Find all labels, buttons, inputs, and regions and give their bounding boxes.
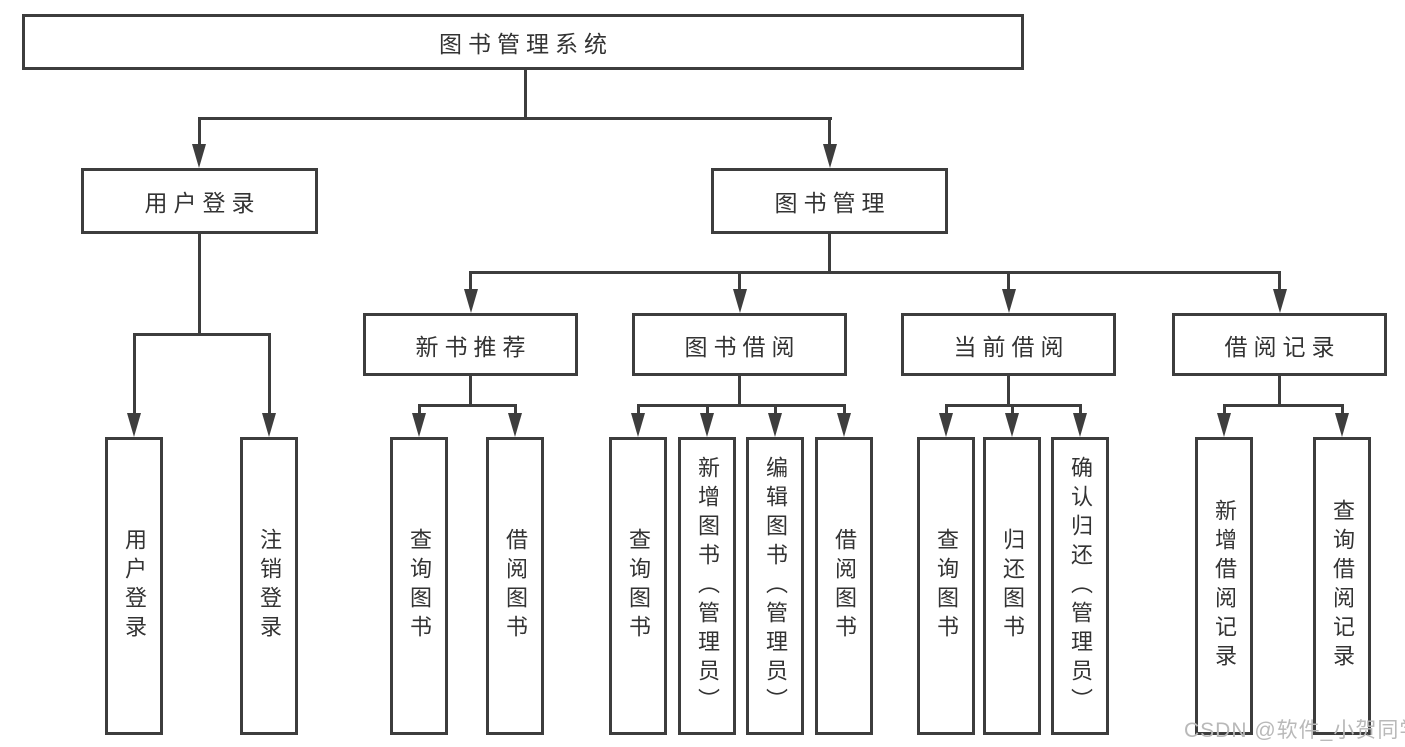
connector-line (738, 376, 741, 407)
leaf-confirm-return-admin: 确认归还（管理员） (1051, 437, 1109, 735)
connector-line (197, 117, 832, 120)
connector-line (132, 333, 271, 336)
connector-line (417, 404, 517, 407)
connector-line (1278, 376, 1281, 407)
node-current-borrow: 当前借阅 (901, 313, 1116, 376)
connector-line (1340, 404, 1344, 415)
leaf-add-borrow-record: 新增借阅记录 (1195, 437, 1253, 735)
connector-line (513, 404, 517, 415)
connector-line (636, 404, 640, 415)
connector-line (828, 117, 831, 147)
connector-line (1222, 404, 1226, 415)
arrow-down-icon (463, 289, 478, 313)
node-borrow-records: 借阅记录 (1172, 313, 1387, 376)
leaf-query-books-recommend: 查询图书 (390, 437, 448, 735)
node-new-book-recommend: 新书推荐 (363, 313, 578, 376)
connector-line (1010, 404, 1014, 415)
leaf-query-books-current: 查询图书 (917, 437, 975, 735)
node-user-login: 用户登录 (81, 168, 318, 234)
connector-line (636, 404, 846, 407)
connector-line (197, 117, 201, 147)
connector-line (469, 271, 472, 291)
arrow-down-icon (262, 413, 276, 437)
leaf-add-books-admin: 新增图书（管理员） (678, 437, 736, 735)
arrow-down-icon (1001, 289, 1016, 313)
arrow-down-icon (700, 413, 714, 437)
connector-line (417, 404, 421, 415)
connector-line (1222, 404, 1344, 407)
arrow-down-icon (192, 144, 206, 168)
connector-line (523, 68, 527, 120)
connector-line (469, 376, 472, 407)
connector-line (738, 271, 741, 291)
connector-line (773, 404, 777, 415)
node-book-management: 图书管理 (711, 168, 948, 234)
node-root: 图书管理系统 (22, 14, 1024, 70)
node-book-borrow: 图书借阅 (632, 313, 847, 376)
connector-line (469, 271, 1281, 274)
connector-line (132, 333, 136, 415)
leaf-borrow-books-recommend: 借阅图书 (486, 437, 544, 735)
connector-line (1007, 376, 1010, 407)
leaf-user-login: 用户登录 (105, 437, 163, 735)
arrow-down-icon (412, 413, 426, 437)
leaf-edit-books-admin: 编辑图书（管理员） (746, 437, 804, 735)
arrow-down-icon (1217, 413, 1231, 437)
connector-line (198, 234, 201, 336)
arrow-down-icon (768, 413, 782, 437)
connector-line (705, 404, 709, 415)
connector-line (944, 404, 948, 415)
connector-line (1278, 271, 1281, 291)
arrow-down-icon (508, 413, 522, 437)
arrow-down-icon (1073, 413, 1087, 437)
connector-line (1078, 404, 1082, 415)
arrow-down-icon (127, 413, 141, 437)
arrow-down-icon (1005, 413, 1019, 437)
watermark: CSDN @软件_小贺同学 (1184, 719, 1405, 742)
arrow-down-icon (732, 289, 747, 313)
connector-line (842, 404, 846, 415)
arrow-down-icon (837, 413, 851, 437)
arrow-down-icon (631, 413, 645, 437)
leaf-return-books: 归还图书 (983, 437, 1041, 735)
arrow-down-icon (1335, 413, 1349, 437)
leaf-logout: 注销登录 (240, 437, 298, 735)
connector-line (267, 333, 271, 415)
arrow-down-icon (1272, 289, 1287, 313)
leaf-query-borrow-record: 查询借阅记录 (1313, 437, 1371, 735)
arrow-down-icon (939, 413, 953, 437)
arrow-down-icon (822, 144, 837, 168)
leaf-query-books-borrow: 查询图书 (609, 437, 667, 735)
connector-line (1007, 271, 1010, 291)
connector-line (828, 234, 831, 274)
leaf-borrow-books: 借阅图书 (815, 437, 873, 735)
